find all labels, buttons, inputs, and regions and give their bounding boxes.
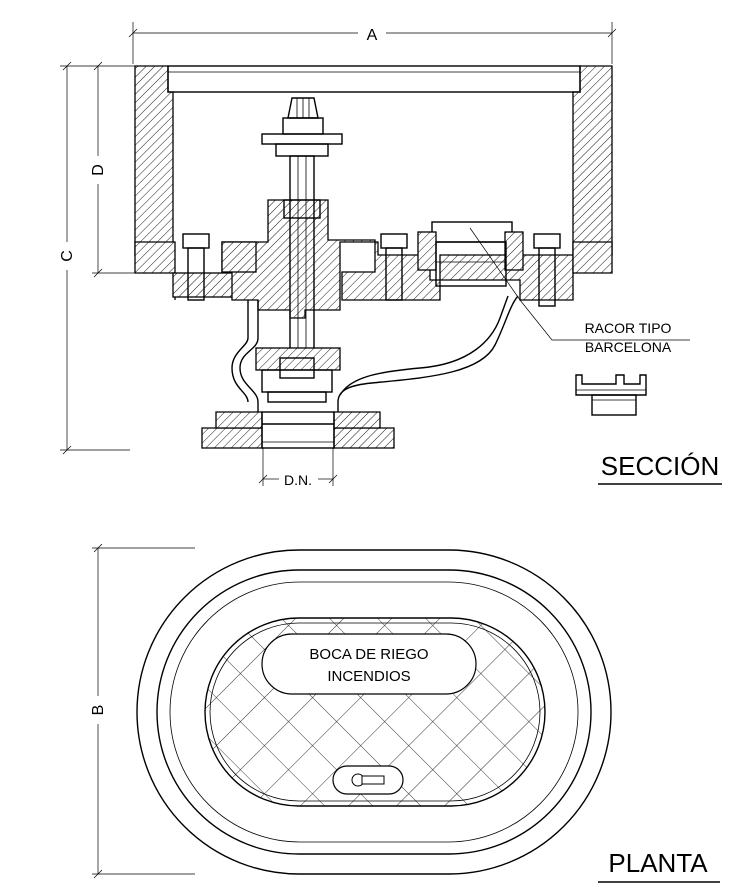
section-title: SECCIÓN (601, 451, 719, 481)
plan-view: B BOCA DE RIEGO INCENDIOS PLANTA (90, 543, 720, 883)
dimension-c (60, 61, 140, 455)
dimension-dn-label: D.N. (284, 472, 312, 488)
keyhole-icon (332, 765, 404, 795)
dimension-d-label: D (90, 164, 107, 176)
lid-text-line1: BOCA DE RIEGO (309, 646, 428, 663)
dimension-a-label: A (367, 27, 378, 44)
valve-body (231, 295, 519, 425)
bolts (182, 233, 561, 307)
outlet-coupling (417, 221, 524, 287)
dimension-b (92, 543, 195, 879)
frame-rebate (169, 581, 579, 843)
dimension-b-label: B (90, 705, 107, 716)
callout-line2: BARCELONA (585, 339, 672, 355)
inlet-flange (201, 411, 395, 449)
callout-leader (469, 227, 690, 341)
frame-inner (156, 569, 592, 855)
box-walls (134, 65, 613, 256)
lid-text-line2: INCENDIOS (327, 668, 410, 685)
dimension-c-label: C (59, 250, 76, 262)
dimension-a (128, 22, 617, 64)
lid-text-plate (261, 633, 477, 695)
dimension-dn (258, 448, 338, 486)
valve-bonnet (221, 199, 441, 319)
plan-title: PLANTA (608, 848, 708, 878)
section-view: A C D D.N. (59, 22, 722, 488)
frame-outer (136, 549, 612, 875)
dimension-d (92, 61, 140, 278)
callout-line1: RACOR TIPO (585, 320, 672, 336)
barcelona-coupling-symbol (575, 374, 647, 416)
